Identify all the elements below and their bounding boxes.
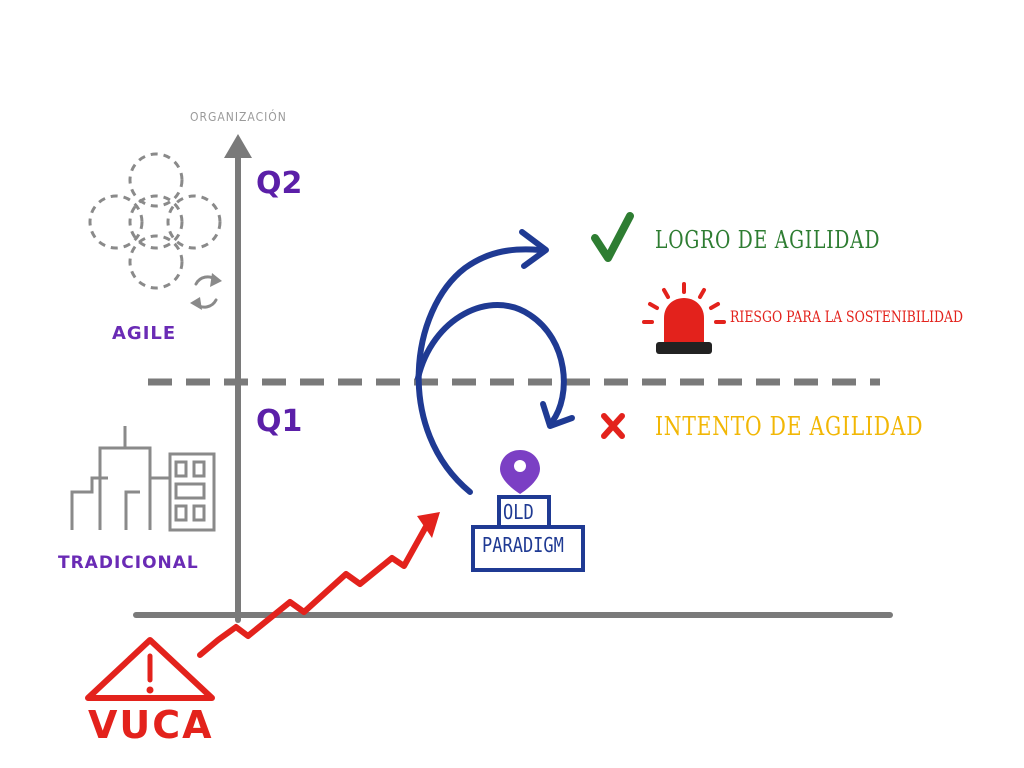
y-axis xyxy=(224,134,252,623)
vuca-label: VUCA xyxy=(88,703,214,747)
warning-triangle-icon xyxy=(85,637,215,701)
agile-label: AGILE xyxy=(112,323,177,344)
building-icon xyxy=(70,426,216,532)
pedestal-line1: OLD xyxy=(503,500,534,524)
refresh-cycle-icon xyxy=(190,273,222,310)
logro-label: LOGRO DE AGILIDAD xyxy=(655,226,881,254)
quadrant-lower-label: Q1 xyxy=(256,404,303,439)
old-paradigm-pedestal xyxy=(471,495,585,572)
map-pin-icon xyxy=(500,450,540,494)
siren-icon xyxy=(642,282,726,354)
quadrant-upper-label: Q2 xyxy=(256,166,303,201)
achievement-arc-arrow xyxy=(415,229,549,495)
pedestal-line2: PARADIGM xyxy=(482,533,564,557)
intento-label: INTENTO DE AGILIDAD xyxy=(655,412,924,442)
checkmark-icon xyxy=(591,212,634,262)
axis-title: ORGANIZACIÓN xyxy=(190,110,287,124)
vuca-trend-arrow xyxy=(197,512,440,658)
tradicional-label: TRADICIONAL xyxy=(58,553,199,573)
cross-icon xyxy=(601,413,625,439)
attempt-loop-arrow xyxy=(415,302,575,429)
riesgo-label: RIESGO PARA LA SOSTENIBILIDAD xyxy=(730,307,964,326)
circles-icon xyxy=(88,152,222,290)
